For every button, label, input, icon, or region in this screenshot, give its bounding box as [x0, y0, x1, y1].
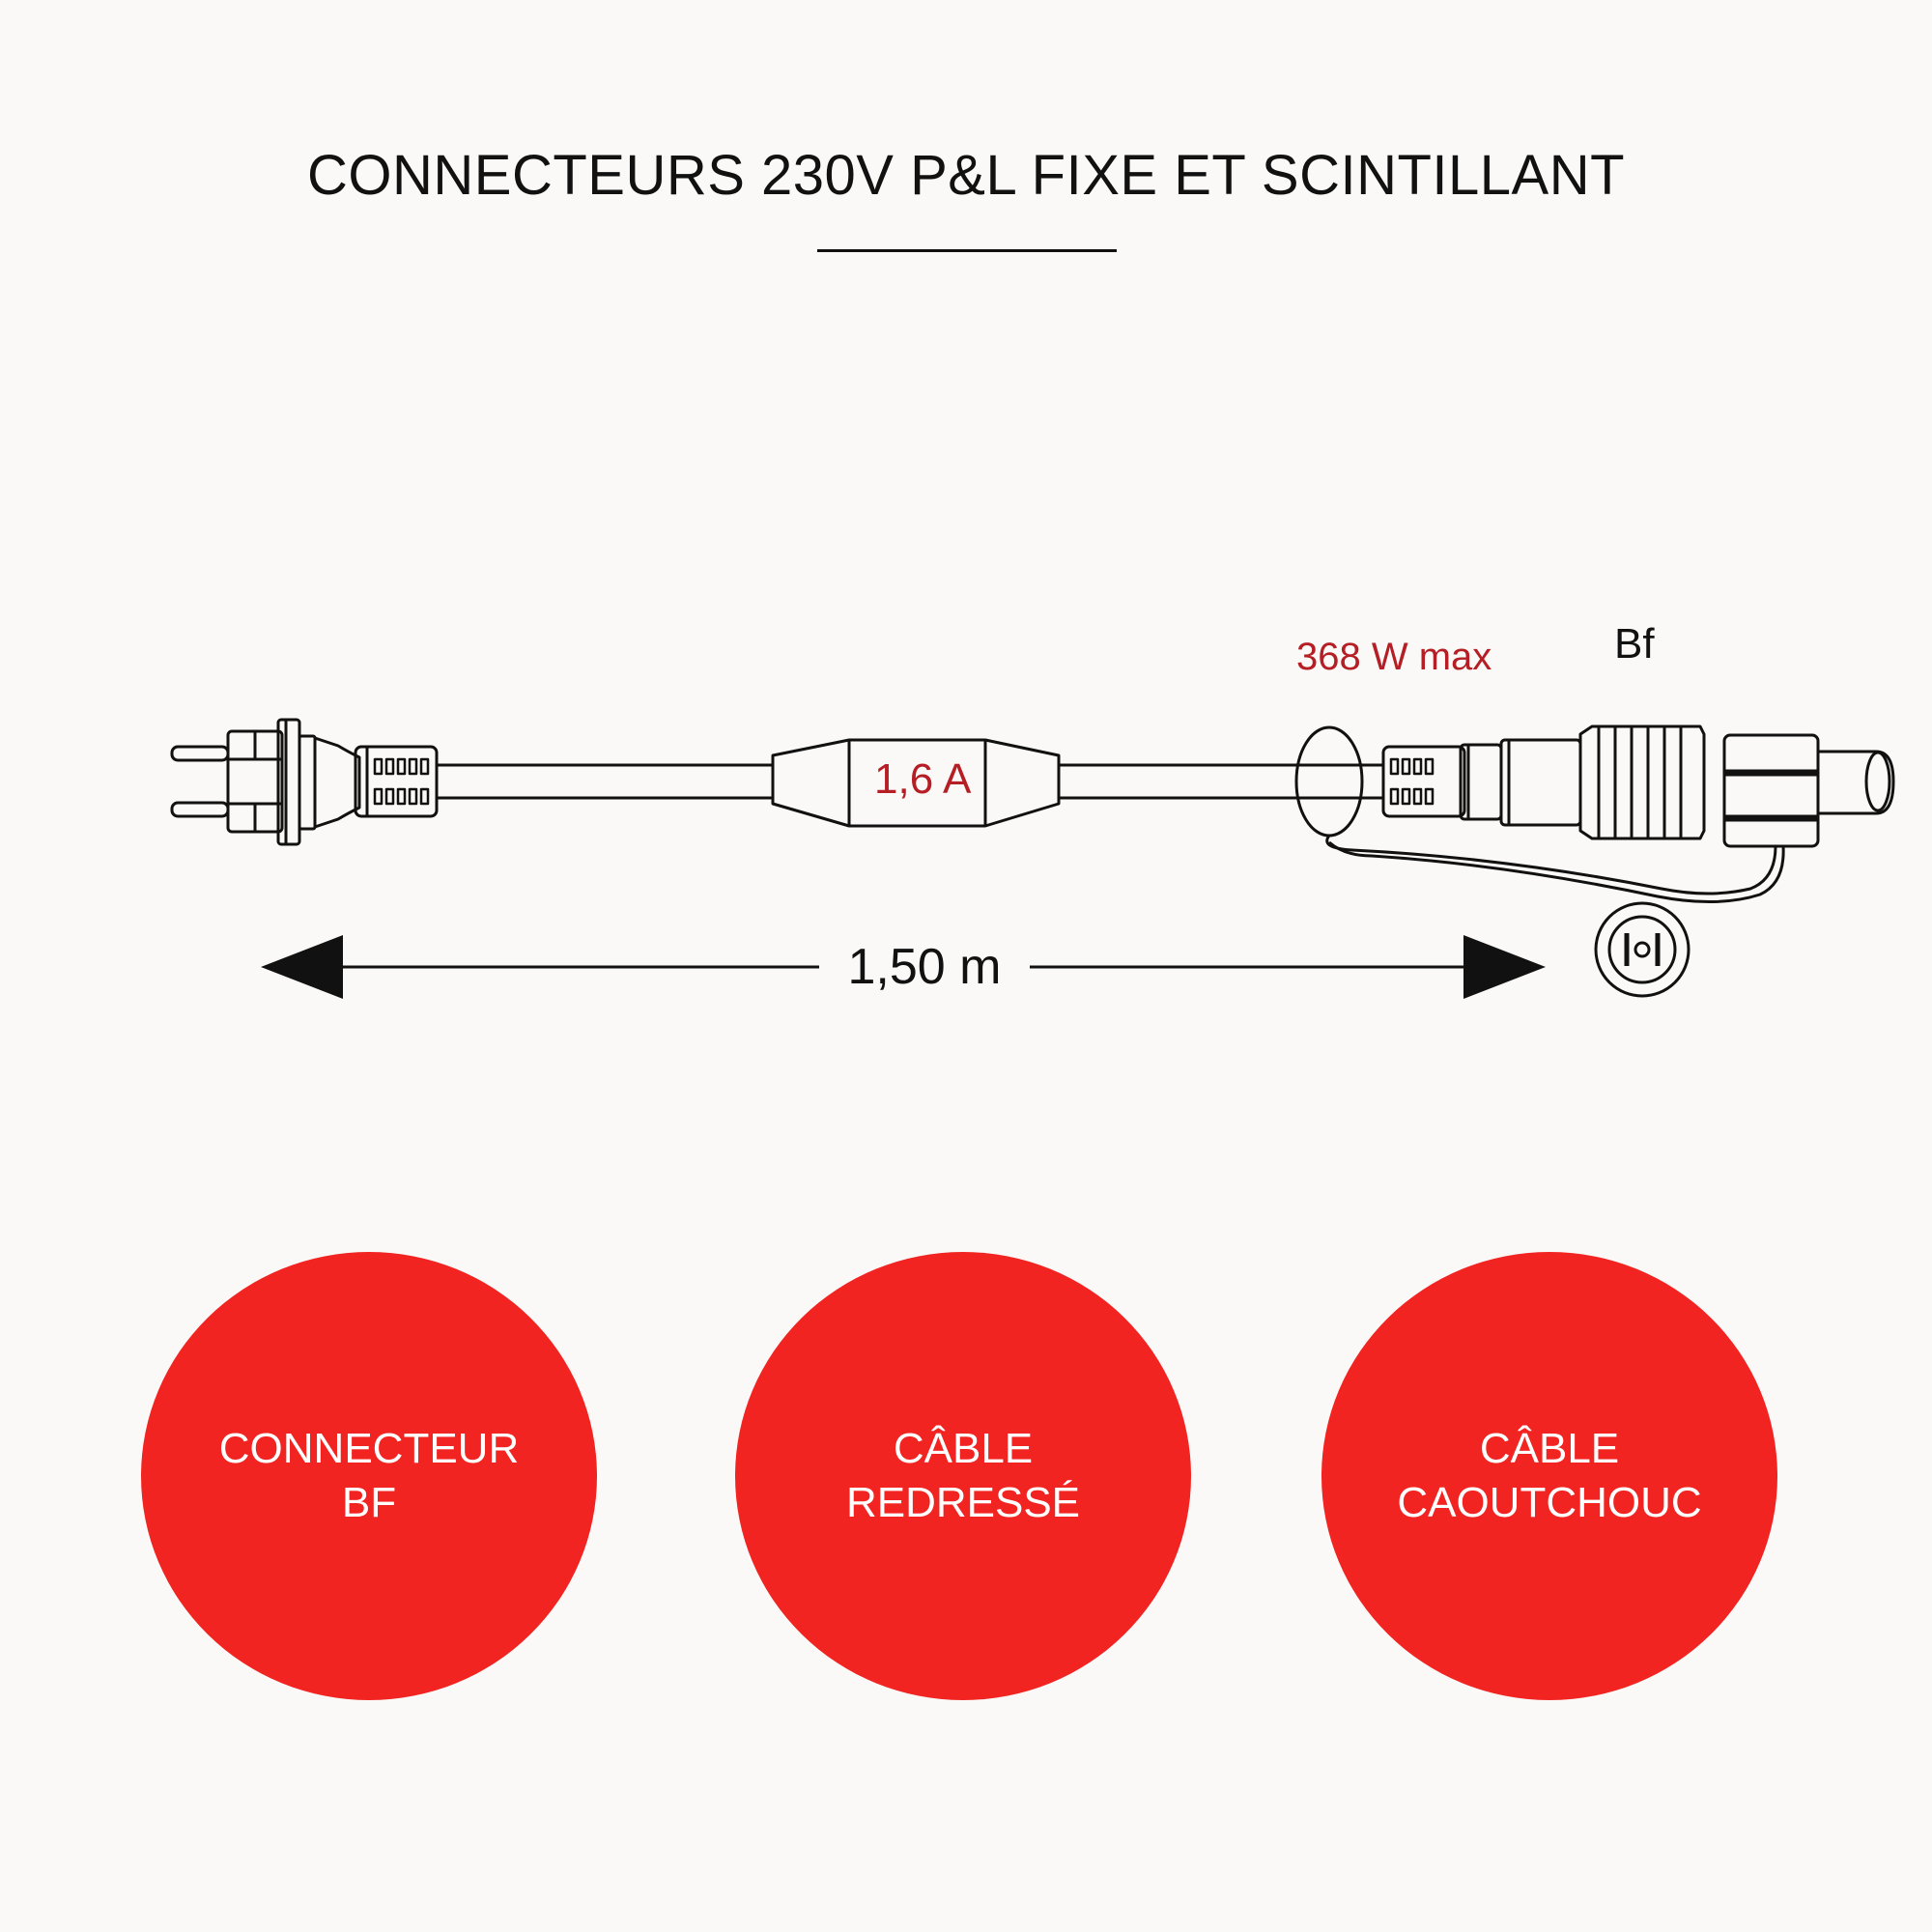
fuse-rating-label: 1,6 A: [874, 755, 972, 803]
badge-line-2: REDRESSÉ: [845, 1479, 1081, 1526]
plug-body: [226, 718, 439, 846]
cable-length-label: 1,50 m: [819, 937, 1030, 997]
cap-strap: [1325, 835, 1777, 895]
protective-cap: [1722, 733, 1895, 848]
feature-badge-connector: CONNECTEUR BF: [141, 1252, 597, 1700]
cable-left: [437, 763, 773, 800]
badge-line-2: BF: [341, 1479, 397, 1526]
socket-face-icon: [1594, 901, 1690, 998]
cap-strap-ring: [1294, 725, 1364, 838]
feature-badge-rubber-cable: CÂBLE CAOUTCHOUC: [1321, 1252, 1777, 1700]
title-underline: [817, 249, 1117, 252]
max-power-label: 368 W max: [1296, 636, 1492, 678]
page-title: CONNECTEURS 230V P&L FIXE ET SCINTILLANT: [306, 144, 1626, 207]
plug-pins: [170, 745, 230, 818]
socket-connector: [1381, 724, 1706, 840]
badge-line-1: CÂBLE: [893, 1425, 1034, 1472]
badge-line-1: CÂBLE: [1479, 1425, 1620, 1472]
fuse-housing: [771, 738, 1061, 828]
cable-right: [1059, 763, 1383, 800]
feature-badge-straight-cable: CÂBLE REDRESSÉ: [735, 1252, 1191, 1700]
badge-line-2: CAOUTCHOUC: [1397, 1479, 1702, 1526]
badge-line-1: CONNECTEUR: [218, 1425, 520, 1472]
connector-type-label: Bf: [1614, 620, 1655, 668]
